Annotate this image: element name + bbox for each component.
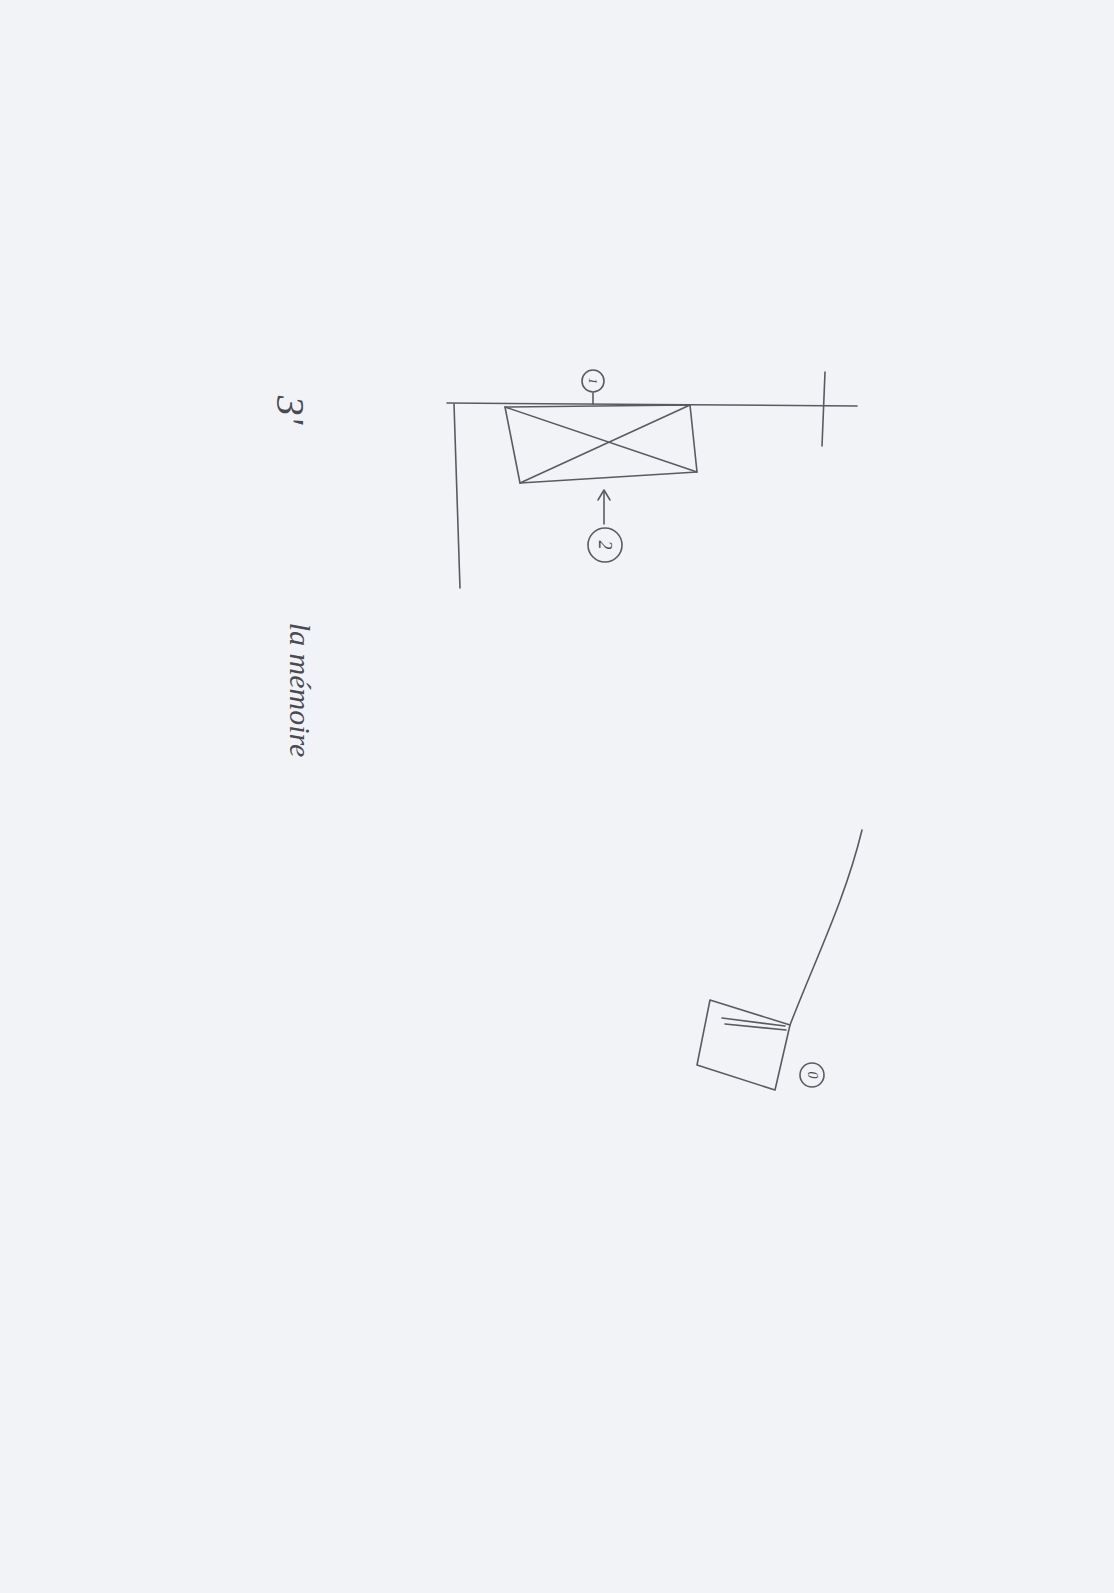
callout-number: 2 — [596, 541, 614, 550]
callout-number: 0 — [805, 1072, 819, 1079]
callout-circle — [588, 528, 622, 562]
leader-line — [592, 393, 594, 404]
callout-number: 1 — [587, 378, 600, 385]
note-text: la mémoire — [285, 623, 315, 758]
leader-arrow — [603, 492, 605, 524]
end-tick — [822, 372, 825, 446]
wall-line — [454, 404, 460, 588]
small-box — [697, 1000, 790, 1090]
note-text: 3' — [270, 396, 310, 425]
box-diagonal — [520, 405, 690, 483]
box-diagonal — [505, 407, 697, 472]
callout-circle — [582, 370, 604, 392]
callout-circle — [800, 1063, 824, 1087]
crossed-box — [505, 405, 697, 483]
arrow-head — [598, 490, 610, 500]
box-line — [725, 1024, 786, 1030]
cord-line — [790, 830, 862, 1025]
